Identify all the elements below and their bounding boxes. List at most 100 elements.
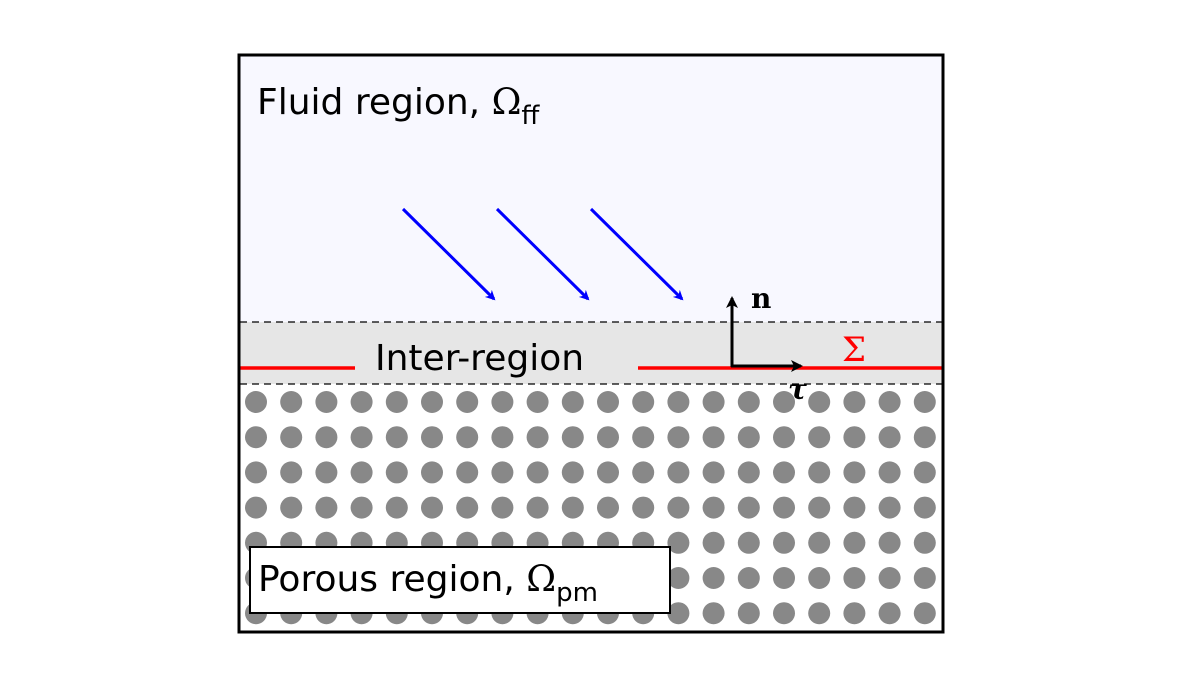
pore: [702, 602, 725, 625]
fluid-region-label: Fluid region, Ωff: [257, 82, 540, 131]
pore: [350, 391, 373, 413]
tangent-vector-label: τ: [788, 373, 807, 406]
pore: [280, 461, 303, 484]
pore: [385, 426, 408, 449]
pore: [385, 461, 408, 484]
pore: [350, 496, 373, 519]
flow-arrows: [401, 207, 684, 301]
pore: [245, 426, 267, 449]
pore: [350, 426, 373, 449]
pore: [843, 602, 866, 625]
pore: [456, 391, 479, 413]
pore: [561, 496, 584, 519]
pore: [597, 426, 619, 449]
pore: [843, 461, 866, 484]
pore: [561, 461, 584, 484]
pore: [667, 461, 690, 484]
pore: [597, 391, 619, 413]
pore: [913, 391, 936, 413]
pore: [561, 426, 584, 449]
flow-arrow: [401, 207, 496, 301]
pore: [878, 531, 901, 554]
pore: [245, 496, 267, 519]
pore: [667, 496, 690, 519]
pore: [315, 391, 338, 413]
pore: [843, 496, 866, 519]
pore: [421, 461, 443, 484]
pore: [702, 391, 725, 413]
pore: [421, 426, 443, 449]
pore: [843, 531, 866, 554]
pore: [773, 461, 795, 484]
pore: [773, 602, 795, 625]
pore: [702, 531, 725, 554]
pore: [526, 391, 549, 413]
pore: [632, 496, 655, 519]
pore: [737, 461, 760, 484]
pore: [245, 461, 267, 484]
pore: [773, 391, 795, 413]
pore: [913, 531, 936, 554]
pore: [421, 496, 443, 519]
pore: [315, 461, 338, 484]
pore: [878, 496, 901, 519]
inter-region-label: Inter-region: [375, 338, 584, 379]
pore: [878, 567, 901, 589]
pore: [913, 461, 936, 484]
pore: [526, 496, 549, 519]
pore: [245, 391, 267, 413]
pore: [878, 426, 901, 449]
pore: [667, 531, 690, 554]
pore: [702, 461, 725, 484]
pore: [632, 391, 655, 413]
pore: [878, 602, 901, 625]
pore: [702, 426, 725, 449]
pore: [808, 391, 831, 413]
pore: [773, 531, 795, 554]
pore: [350, 461, 373, 484]
flow-arrow: [589, 207, 684, 301]
pore: [737, 496, 760, 519]
pore: [280, 426, 303, 449]
pore: [773, 426, 795, 449]
pore: [913, 602, 936, 625]
pore: [843, 567, 866, 589]
pore: [773, 496, 795, 519]
pore: [632, 461, 655, 484]
fluid-region-background: [240, 56, 942, 323]
pore: [491, 461, 514, 484]
pore: [878, 461, 901, 484]
diagram-frame: [237, 53, 945, 634]
pore: [597, 496, 619, 519]
pore: [421, 391, 443, 413]
pore: [491, 496, 514, 519]
pore: [561, 391, 584, 413]
pore: [597, 461, 619, 484]
pore: [385, 391, 408, 413]
pore: [315, 496, 338, 519]
pore: [737, 567, 760, 589]
pore: [808, 531, 831, 554]
pore: [280, 391, 303, 413]
pore: [280, 496, 303, 519]
pore: [737, 426, 760, 449]
pore: [913, 496, 936, 519]
pore: [526, 461, 549, 484]
pore: [808, 496, 831, 519]
pore: [702, 496, 725, 519]
pore: [808, 426, 831, 449]
pore: [385, 496, 408, 519]
pore: [702, 567, 725, 589]
pore: [913, 567, 936, 589]
pore: [737, 602, 760, 625]
pore: [526, 426, 549, 449]
pore: [456, 426, 479, 449]
pore: [878, 391, 901, 413]
pore: [667, 602, 690, 625]
pore: [667, 567, 690, 589]
pore: [456, 461, 479, 484]
pore: [773, 567, 795, 589]
pore: [667, 426, 690, 449]
pore: [667, 391, 690, 413]
